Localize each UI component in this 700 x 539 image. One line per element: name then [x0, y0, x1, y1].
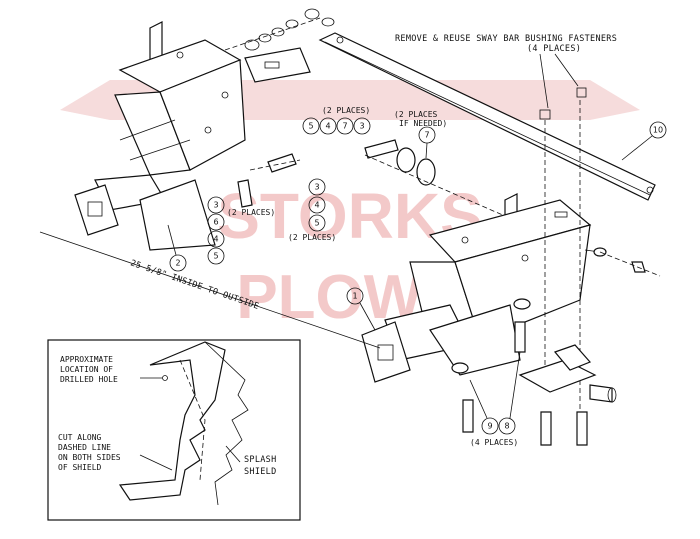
inset-detail: APPROXIMATE LOCATION OF DRILLED HOLE CUT… [47, 339, 301, 521]
callout-row: 5 4 7 3 [302, 117, 371, 135]
inset-approx-line1: APPROXIMATE [60, 355, 113, 364]
remove-reuse-label: REMOVE & REUSE SWAY BAR BUSHING FASTENER… [395, 34, 617, 44]
callout-2: 2 [167, 224, 187, 272]
callout-1: 1 [346, 287, 376, 331]
col-b-callout-5: 5 [314, 219, 319, 228]
callout-9-8: 9 8 [469, 351, 521, 435]
callout-2-text: 2 [175, 259, 180, 268]
inset-splash-line2: SHIELD [244, 467, 277, 477]
callout-9-text: 9 [487, 422, 492, 431]
row-callout-5: 5 [308, 122, 313, 131]
two-places-if-needed-2: IF NEEDED) [399, 119, 447, 128]
col-a-callout-6: 6 [213, 218, 218, 227]
col-b-callout-3: 3 [314, 183, 319, 192]
right-bracket [361, 100, 661, 420]
two-places-a-label: (2 PLACES) [322, 106, 370, 115]
leader-top [539, 53, 579, 109]
left-bracket [74, 21, 246, 251]
inset-cut-line2: DASHED LINE [58, 443, 111, 452]
inset-cut-line4: OF SHIELD [58, 463, 102, 472]
inset-splash-line1: SPLASH [244, 455, 277, 465]
callout-10-text: 10 [653, 126, 663, 135]
callout-7: 7 [418, 126, 436, 159]
callout-10: 10 [621, 121, 667, 161]
four-places-top-label: (4 PLACES) [527, 44, 581, 54]
row-callout-3: 3 [359, 122, 364, 131]
col-a-callout-5: 5 [213, 252, 218, 261]
four-places-bottom-label: (4 PLACES) [470, 438, 518, 447]
callout-8-text: 8 [504, 422, 509, 431]
callout-1-text: 1 [352, 292, 357, 301]
inset-cut-line1: CUT ALONG [58, 433, 102, 442]
two-places-if-needed-1: (2 PLACES [394, 110, 438, 119]
col-b-callout-4: 4 [314, 201, 319, 210]
inset-cut-line3: ON BOTH SIDES [58, 453, 121, 462]
inset-approx-line2: LOCATION OF [60, 365, 113, 374]
top-hardware [224, 8, 335, 83]
two-places-c-label: (2 PLACES) [288, 233, 336, 242]
col-a-callout-3: 3 [213, 201, 218, 210]
two-places-b-label: (2 PLACES) [227, 208, 275, 217]
callout-column-b: 3 4 5 [308, 178, 326, 232]
callout-7-text: 7 [424, 131, 429, 140]
col-a-callout-4: 4 [213, 235, 218, 244]
row-callout-7: 7 [342, 122, 347, 131]
inset-approx-line3: DRILLED HOLE [60, 375, 118, 384]
sway-bar [318, 32, 656, 201]
callout-column-a: 3 6 4 5 [207, 196, 225, 265]
row-callout-4: 4 [325, 122, 330, 131]
sway-bar-clamp [462, 321, 617, 446]
middle-hardware [237, 139, 561, 241]
